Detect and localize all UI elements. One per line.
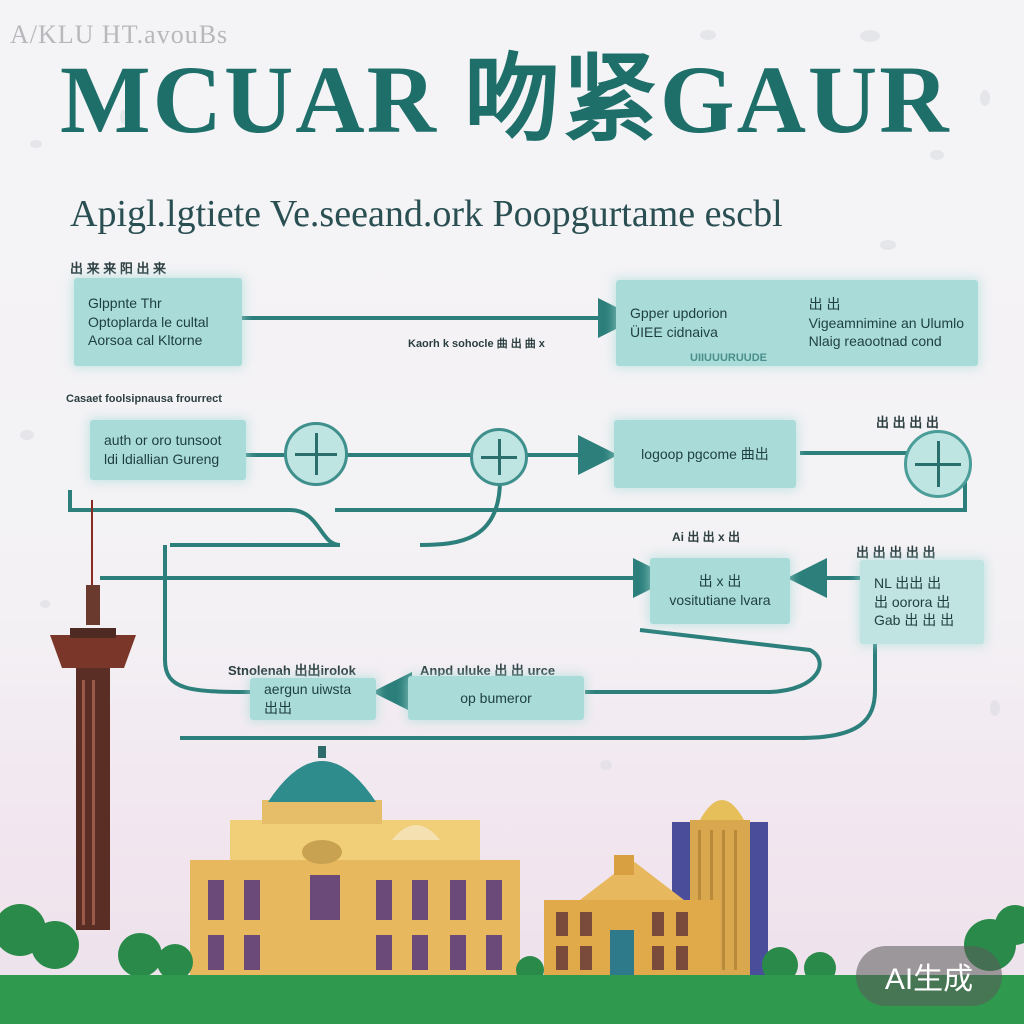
connector-loop-b	[419, 479, 502, 547]
row1-heading: 出 来 来 阳 出 来	[70, 261, 167, 276]
row3-right-box: NL 出出 出 出 oorora 出 Gab 出 出 出	[860, 560, 984, 644]
connector-row3-down	[585, 628, 822, 694]
row3-mid-line1: 出 x 出	[698, 573, 742, 590]
row3-mid-heading: Ai 出 出 x 出	[672, 530, 741, 544]
row1-right-box: Gpper updorion ÜIEE cidnaiva 出 出 Vigeamn…	[616, 280, 978, 366]
row1-right-box-left: Gpper updorion ÜIEE cidnaiva	[630, 304, 727, 342]
row2-center-text: logoop pgcome 曲出	[641, 445, 769, 462]
connector-main-loop	[163, 545, 251, 694]
row4-right-text: op bumeror	[460, 689, 532, 706]
row3-mid-box: 出 x 出 vositutiane lvara	[650, 558, 790, 624]
row1-right-right-line2: Nlaig reaootnad cond	[808, 333, 942, 350]
row1-right-right-line1: Vigeamnimine an Ulumlo	[808, 314, 964, 331]
row2-left-line2: ldi ldiallian Gureng	[104, 451, 220, 467]
row1-under-label: UIIUUURUUDE	[690, 352, 767, 364]
row2-center-box: logoop pgcome 曲出	[614, 420, 796, 488]
tagline: A/KLU HT.avouBs	[10, 20, 229, 49]
row2-right-heading: 出 出 出 出	[876, 415, 939, 430]
ai-generated-badge: AI生成	[856, 946, 1002, 1006]
row1-left-line2: Optoplarda le cultal	[88, 313, 209, 330]
row1-right-left-line2: ÜIEE cidnaiva	[630, 324, 718, 340]
crosshair-icon	[470, 428, 528, 486]
row1-arrow-label: Kaorh k sohocle 曲 出 曲 x	[408, 338, 545, 350]
row1-left-line1: Glppnte Thr	[88, 294, 162, 311]
row1-right-left-line1: Gpper updorion	[630, 305, 728, 322]
row3-right-line3: Gab 出 出 出	[874, 612, 955, 629]
connector-bottom	[180, 640, 877, 740]
colonial-building-icon	[544, 855, 720, 985]
row4-right-box: op bumeror	[408, 676, 584, 720]
row1-left-line3: Aorsoa cal Kltorne	[88, 332, 203, 349]
row4-left-box: aergun uiwsta 出出	[250, 678, 376, 720]
row4-left-heading: Stnolenah 出出irolok	[228, 663, 356, 678]
row3-mid-line2: vositutiane lvara	[669, 592, 771, 608]
tv-tower-icon	[50, 585, 136, 930]
page-subtitle: Apigl.lgtiete Ve.seeand.ork Poopgurtame …	[70, 193, 783, 235]
row1-left-box: Glppnte Thr Optoplarda le cultal Aorsoa …	[74, 278, 242, 366]
grass-ground	[0, 975, 1024, 1024]
row4-right-heading: Anpd uluke 出 出 urce	[420, 663, 556, 678]
row3-right-heading: 出 出 出 出 出	[856, 545, 936, 560]
domed-palace-icon	[190, 746, 520, 980]
connector-loop-a	[68, 490, 341, 547]
row3-right-line2: 出 oorora 出	[874, 593, 951, 610]
row2-left-box: auth or oro tunsoot ldi ldiallian Gureng	[90, 420, 246, 480]
target-circle-icon	[904, 430, 972, 498]
row1-right-box-right: 出 出 Vigeamnimine an Ulumlo Nlaig reaootn…	[809, 295, 964, 352]
row2-left-line1: auth or oro tunsoot	[104, 432, 222, 449]
row3-right-line1: NL 出出 出	[874, 574, 942, 591]
row4-left-text: aergun uiwsta 出出	[264, 681, 352, 716]
page-title: MCUAR 吻紧GAUR	[60, 46, 951, 153]
row1-right-right-heading: 出 出	[808, 295, 841, 312]
row2-heading: Casaet foolsipnausa frourrect	[66, 393, 222, 405]
crosshair-icon	[284, 422, 348, 486]
